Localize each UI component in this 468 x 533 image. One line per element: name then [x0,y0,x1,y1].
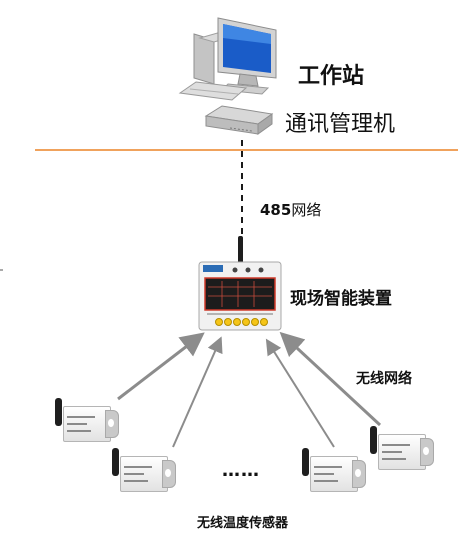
comm-manager-icon [204,105,274,135]
sensors-label: 无线温度传感器 [197,516,289,531]
smart-device-label: 现场智能装置 [290,289,392,309]
rs485-label: 485网络 [260,199,321,220]
wireless-label: 无线网络 [356,371,412,387]
sensor-2 [110,448,176,494]
ellipsis-label: …… [222,460,260,481]
rs485-suffix: 网络 [291,201,322,219]
rs485-number: 485 [260,201,292,219]
sensor-3 [300,448,366,494]
workstation-icon [178,17,277,101]
sensor-1 [53,398,119,444]
workstation-label: 工作站 [298,64,365,89]
sensor-4 [368,426,434,472]
wireless-arrows [117,331,382,448]
smart-device-icon [198,236,282,331]
comm-manager-label: 通讯管理机 [285,112,396,137]
